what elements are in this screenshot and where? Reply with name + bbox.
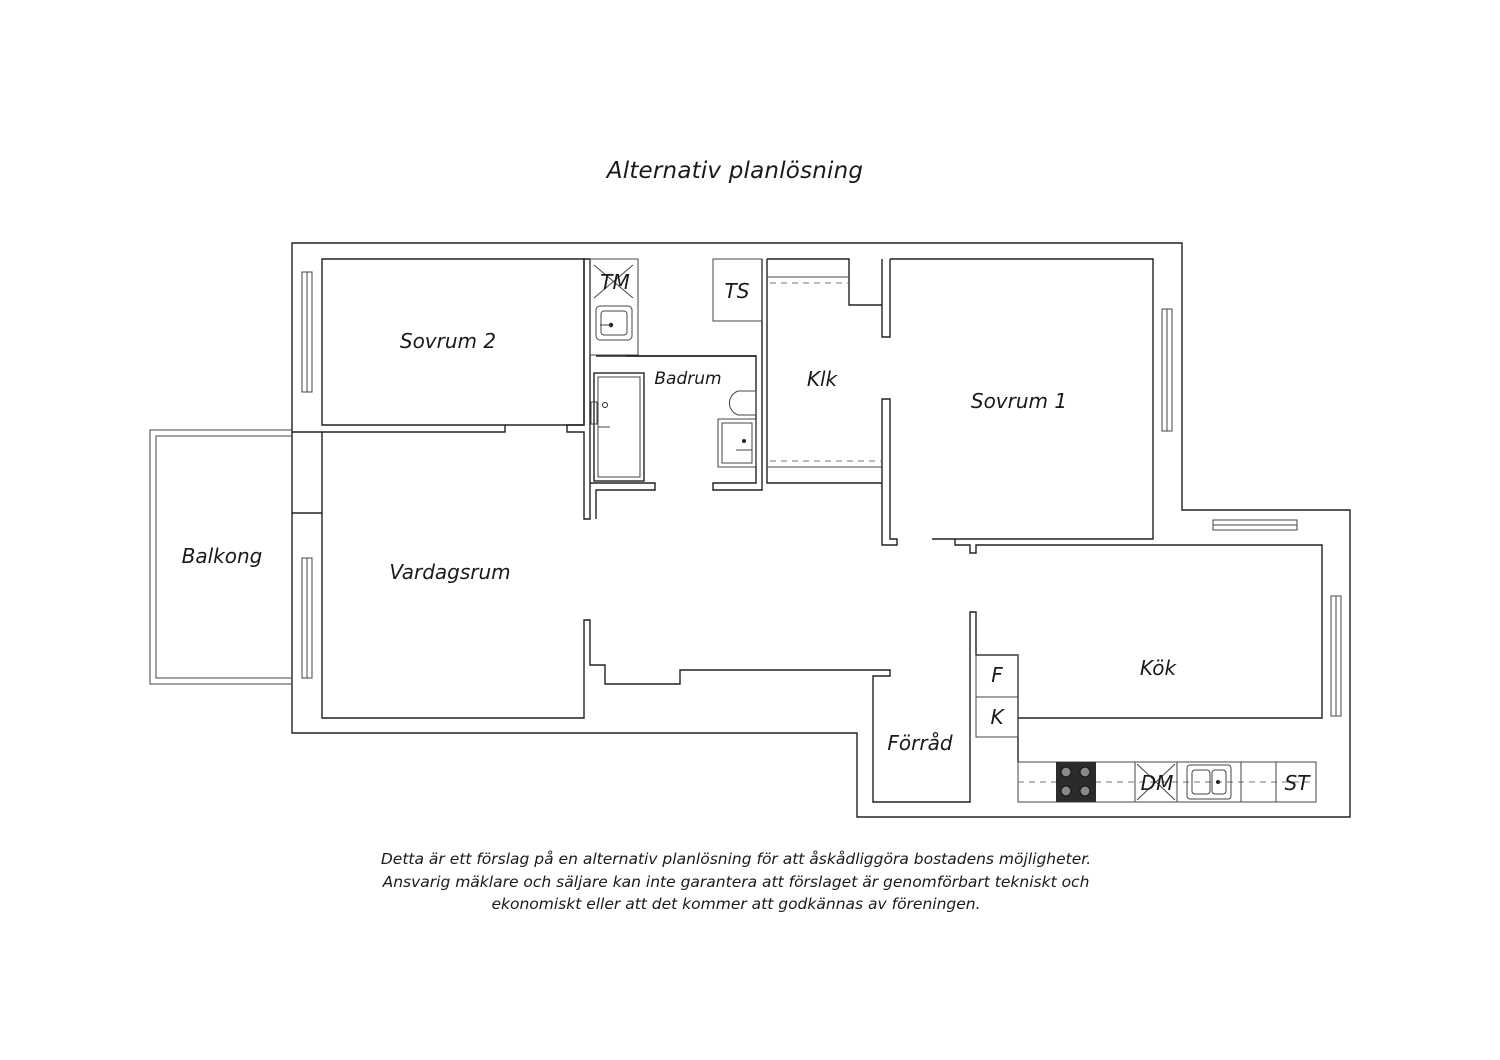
fixture-labels: TM TS F K DM ST [600,270,1311,795]
balcony [149,429,292,685]
fixture-label-k: K [990,705,1005,729]
fixture-label-ts: TS [725,279,750,303]
fixture-label-st: ST [1285,771,1312,795]
disclaimer-line-1: Detta är ett förslag på en alternativ pl… [380,850,1092,868]
disclaimer-line-2: Ansvarig mäklare och säljare kan inte ga… [382,872,1090,891]
room-label-badrum: Badrum [654,369,721,389]
disclaimer: Detta är ett förslag på en alternativ pl… [300,848,1172,916]
room-label-balkong: Balkong [182,544,263,568]
room-label-sovrum2: Sovrum 2 [400,329,496,353]
fixture-label-dm: DM [1141,771,1174,795]
bathroom-block [566,258,763,520]
fixture-label-tm: TM [600,270,629,294]
walk-in-closet [766,258,882,484]
windows [301,271,1342,717]
room-label-vardagsrum: Vardagsrum [389,560,510,584]
disclaimer-line-3: ekonomiskt eller att det kommer att godk… [491,895,981,913]
room-label-kok: Kök [1140,656,1178,680]
room-label-forrad: Förråd [887,731,952,755]
kitchen-fixtures [975,654,1317,803]
fixture-label-f: F [991,663,1003,687]
room-label-klk: Klk [807,367,839,391]
room-label-sovrum1: Sovrum 1 [971,389,1067,413]
page-title: Alternativ planlösning [606,158,864,184]
room-labels: Sovrum 2 Badrum Klk Sovrum 1 Balkong Var… [182,329,1178,755]
